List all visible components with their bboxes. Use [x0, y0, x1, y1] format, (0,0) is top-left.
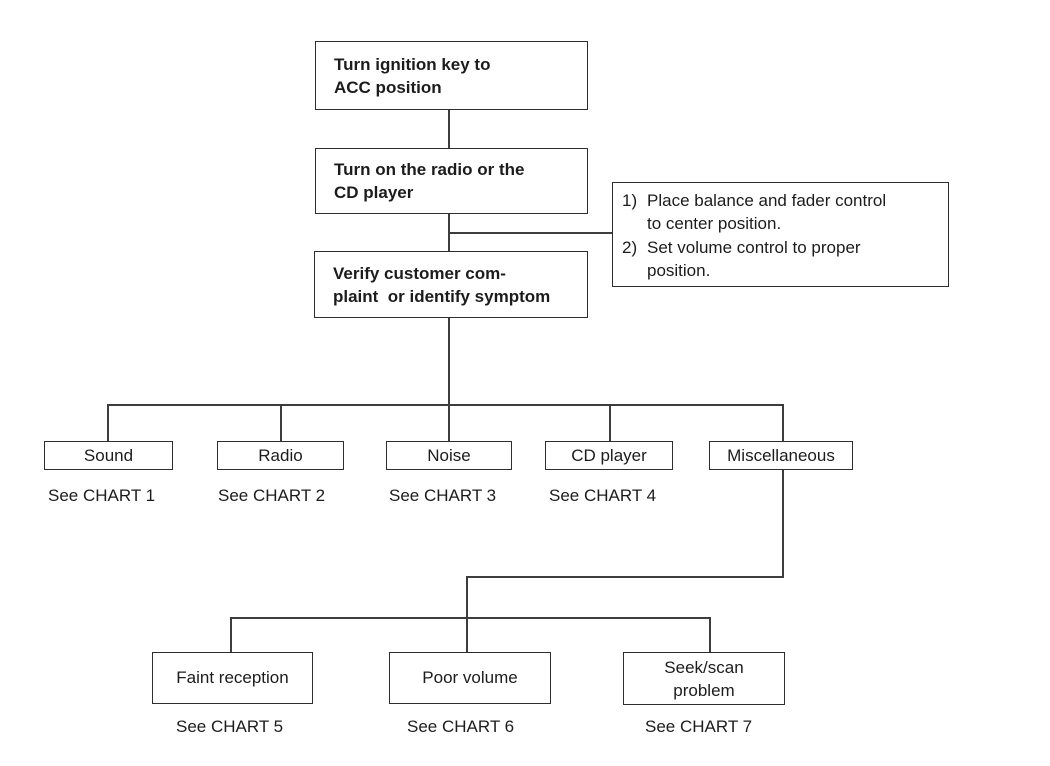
branch-label: Poor volume: [422, 668, 518, 687]
category-box-radio: Radio: [217, 441, 344, 470]
connector-distribution-row1: [107, 404, 784, 406]
connector-step1-to-step2: [448, 110, 450, 148]
step-text-line: plaint or identify symptom: [333, 286, 551, 306]
connector-distribution-row2: [230, 617, 711, 619]
note-item-text-line: Set volume control to proper: [647, 237, 861, 257]
category-label: Sound: [83, 445, 134, 465]
note-item-number: 1): [622, 191, 638, 210]
see-chart-3-label: See CHART 3: [389, 486, 497, 505]
category-label: Miscellaneous: [727, 445, 835, 465]
note-box-balance-volume: 1) Place balance and fader control to ce…: [612, 182, 949, 287]
step-box-turn-on-radio: Turn on the radio or the CD player: [315, 148, 588, 214]
step-text-line: Turn on the radio or the: [334, 160, 525, 179]
category-box-miscellaneous: Miscellaneous: [709, 441, 853, 470]
branch-label: Faint reception: [176, 668, 289, 687]
see-chart-4-label: See CHART 4: [549, 486, 657, 505]
step-box-verify-complaint: Verify customer com- plaint or identify …: [314, 251, 588, 318]
category-label: Radio: [258, 445, 303, 465]
note-item-text-line: Place balance and fader control: [647, 191, 887, 210]
connector-drop-sound: [107, 404, 109, 441]
step-text-line: CD player: [334, 183, 414, 202]
see-chart-6-label: See CHART 6: [407, 717, 515, 736]
see-chart-7-label: See CHART 7: [645, 717, 753, 736]
connector-branch-to-note: [449, 232, 612, 234]
connector-drop-radio: [280, 404, 282, 441]
connector-drop-poor-volume: [466, 576, 468, 652]
see-chart-2-label: See CHART 2: [218, 486, 326, 505]
category-label: CD player: [571, 445, 647, 465]
branch-label-line: problem: [673, 680, 735, 700]
note-item-text-line: to center position.: [647, 214, 782, 234]
note-item-number: 2): [622, 237, 638, 257]
category-box-sound: Sound: [44, 441, 173, 470]
connector-miscellaneous-elbow: [466, 576, 784, 578]
step-text-line: Verify customer com-: [333, 263, 506, 283]
step-box-turn-ignition: Turn ignition key to ACC position: [315, 41, 588, 110]
note-item-1: 1) Place balance and fader control to ce…: [622, 189, 940, 236]
connector-drop-miscellaneous: [782, 404, 784, 441]
branch-box-faint-reception: Faint reception: [152, 652, 313, 704]
category-box-cd-player: CD player: [545, 441, 673, 470]
step-text-line: Turn ignition key to: [334, 54, 491, 74]
note-item-text-line: position.: [647, 261, 711, 281]
see-chart-1-label: See CHART 1: [48, 486, 156, 505]
note-item-2: 2) Set volume control to proper position…: [622, 236, 940, 283]
connector-step3-to-branch: [448, 318, 450, 441]
connector-drop-cd-player: [609, 404, 611, 441]
category-box-noise: Noise: [386, 441, 512, 470]
connector-drop-seek-scan: [709, 617, 711, 652]
branch-box-seek-scan-problem: Seek/scan problem: [623, 652, 785, 705]
step-text-line: ACC position: [334, 77, 442, 97]
see-chart-5-label: See CHART 5: [176, 717, 284, 736]
connector-miscellaneous-down: [782, 470, 784, 578]
category-label: Noise: [427, 445, 471, 465]
connector-drop-faint-reception: [230, 617, 232, 652]
branch-box-poor-volume: Poor volume: [389, 652, 551, 704]
branch-label-line: Seek/scan: [664, 657, 744, 677]
